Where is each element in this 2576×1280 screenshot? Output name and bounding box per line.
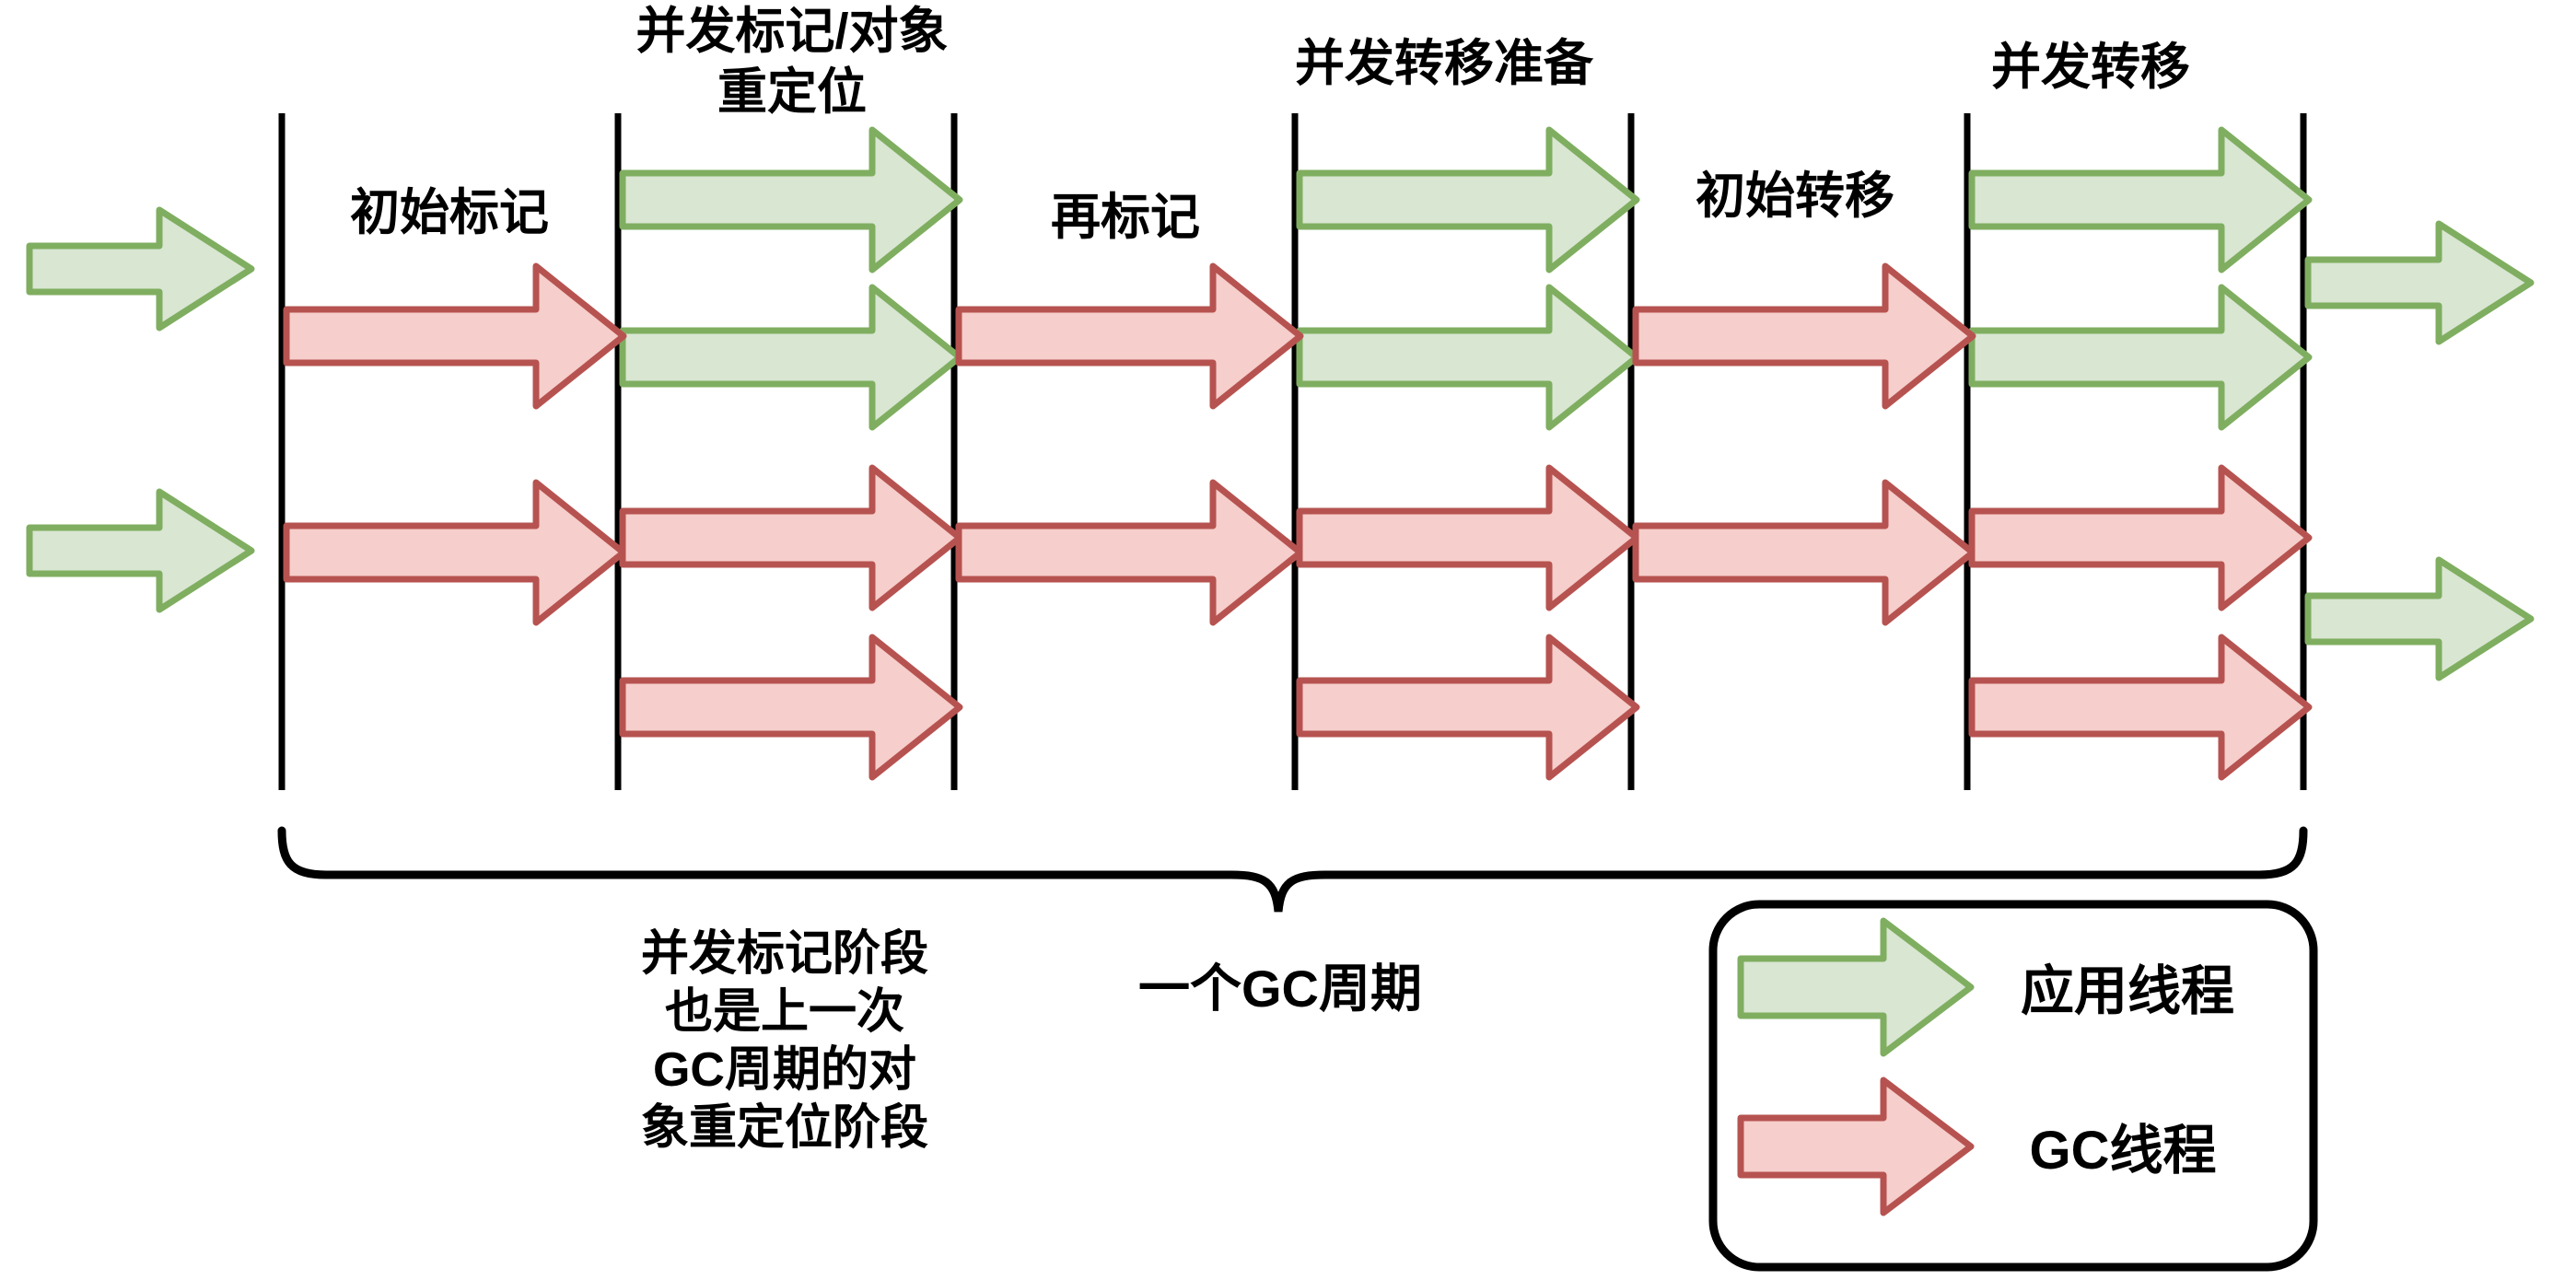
- app-thread-arrow-entry-top: [26, 206, 255, 332]
- gc-thread-arrow-remark-worker: [955, 479, 1304, 626]
- app-thread-arrow-concurrent-relocate-2: [1968, 284, 2313, 431]
- note-line-3: GC周期的对: [653, 1043, 916, 1097]
- app-thread-arrow-relocate-prepare-2: [1296, 284, 1640, 431]
- app-thread-arrow-concurrent-mark-1: [619, 126, 963, 273]
- label-concurrent-relocate-prepare: 并发转移准备: [1295, 36, 1594, 91]
- phase-boundaries: [278, 113, 2307, 790]
- bottom-annotations: 一个GC周期 并发标记阶段 也是上一次 GC周期的对 象重定位阶段: [641, 927, 1422, 1155]
- gc-thread-arrow-concurrent-mark-2: [619, 634, 963, 781]
- legend-app-thread-label: 应用线程: [2021, 961, 2234, 1021]
- phase-title-labels: 并发标记/对象 重定位 并发转移准备 并发转移: [635, 4, 2190, 120]
- label-concurrent-mark-line1: 并发标记/对象: [635, 4, 948, 59]
- note-line-2: 也是上一次: [665, 985, 904, 1039]
- app-thread-arrow-relocate-prepare-1: [1296, 126, 1640, 273]
- label-remark: 再标记: [1051, 190, 1200, 245]
- gc-thread-arrow-initial-relocate-pause: [1632, 262, 1976, 410]
- gc-thread-arrow-initial-mark-worker: [283, 479, 627, 626]
- gc-thread-arrow-concurrent-relocate-2: [1968, 634, 2313, 781]
- app-thread-arrow-exit-bottom: [2304, 556, 2535, 681]
- gc-thread-arrow-concurrent-relocate-1: [1968, 464, 2313, 611]
- gc-cycle-brace: [277, 826, 2308, 913]
- legend-gc-thread-arrow-icon: [1737, 1076, 1975, 1216]
- gc-thread-arrow-concurrent-mark-1: [619, 464, 963, 611]
- gc-thread-arrow-remark-pause: [955, 262, 1304, 410]
- app-thread-arrows: [26, 126, 2535, 681]
- app-thread-arrow-concurrent-relocate-1: [1968, 126, 2313, 273]
- gc-thread-arrows: [283, 262, 2313, 781]
- app-thread-arrow-concurrent-mark-2: [619, 284, 963, 431]
- legend-app-thread-arrow-icon: [1737, 917, 1975, 1057]
- gc-thread-arrow-relocate-prepare-1: [1296, 464, 1640, 611]
- label-concurrent-mark-line2: 重定位: [717, 64, 867, 120]
- gc-cycle-label: 一个GC周期: [1138, 960, 1422, 1018]
- app-thread-arrow-exit-top: [2304, 220, 2535, 345]
- label-initial-mark: 初始标记: [350, 185, 549, 240]
- label-concurrent-relocate: 并发转移: [1991, 40, 2190, 95]
- note-line-4: 象重定位阶段: [641, 1101, 928, 1155]
- gc-thread-arrow-relocate-prepare-2: [1296, 634, 1640, 781]
- gc-thread-arrow-initial-relocate-worker: [1632, 479, 1976, 626]
- app-thread-arrow-entry-bottom: [26, 488, 255, 613]
- legend-gc-thread-label: GC线程: [2029, 1121, 2216, 1181]
- pause-phase-labels: 初始标记 再标记 初始转移: [350, 169, 1894, 245]
- legend: 应用线程 GC线程: [1708, 900, 2318, 1272]
- label-initial-relocate: 初始转移: [1696, 169, 1894, 224]
- gc-thread-arrow-initial-mark-pause: [283, 262, 627, 410]
- note-line-1: 并发标记阶段: [641, 927, 928, 981]
- legend-box: [1708, 900, 2318, 1272]
